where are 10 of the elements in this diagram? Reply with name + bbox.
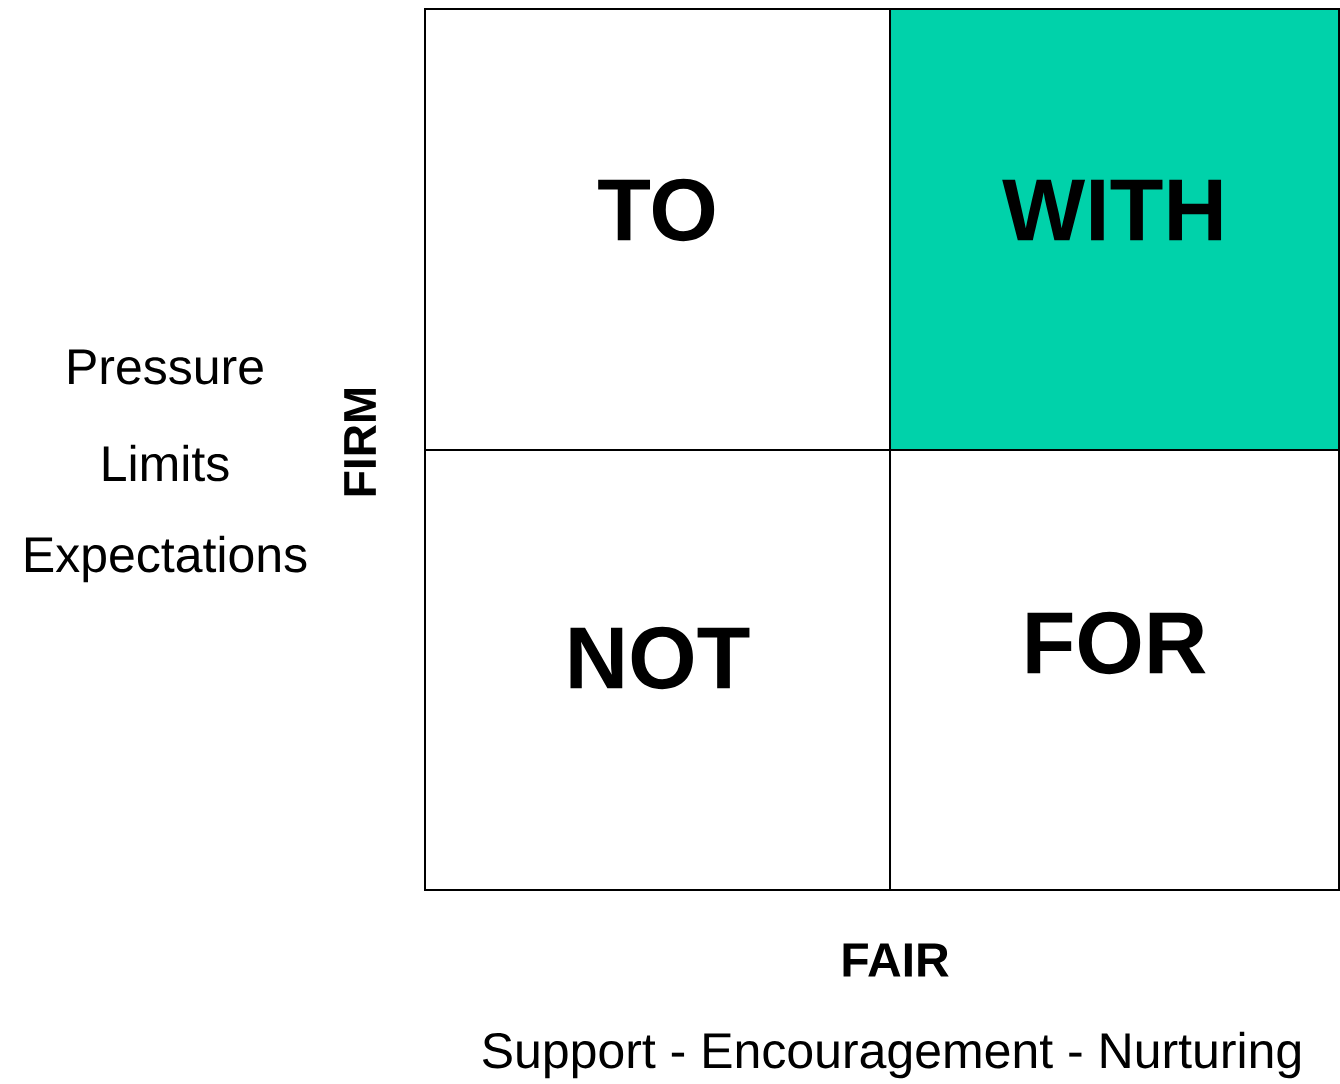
axis-label: Pressure (69, 349, 263, 385)
quadrant-box: FOR (889, 449, 1340, 891)
quadrant-box: TO (424, 8, 891, 451)
axis-label: Expectations (25, 535, 307, 583)
quadrant-box: WITH (889, 8, 1340, 451)
quadrant-box: NOT (424, 449, 891, 891)
axis-label: FAIR (843, 943, 949, 977)
axis-label: Limits (103, 444, 229, 482)
axis-label: FIRM (344, 388, 376, 496)
axis-label: Support - Encouragement - Nurturing (482, 1031, 1300, 1079)
